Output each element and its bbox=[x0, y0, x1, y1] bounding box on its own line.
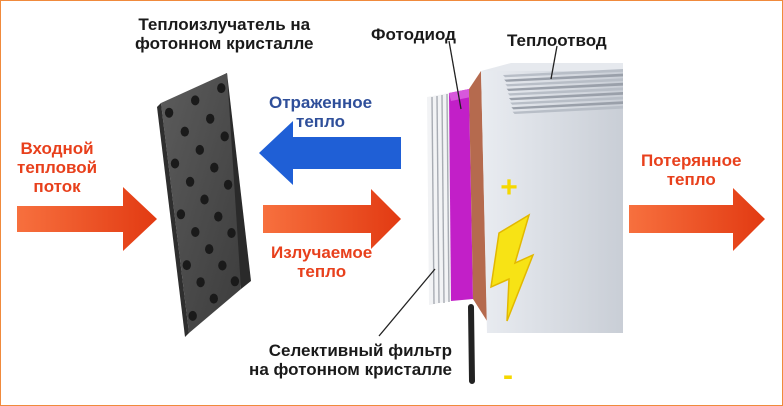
emitter-hole bbox=[200, 194, 209, 205]
heatsink-fin bbox=[512, 105, 623, 114]
reflected-label-line-2: тепло bbox=[296, 112, 346, 131]
emitter-hole bbox=[205, 244, 214, 255]
photodiode-icon bbox=[449, 89, 473, 301]
filter-label-line-1: Селективный фильтр bbox=[268, 341, 452, 360]
emitter-hole bbox=[210, 162, 219, 173]
heatsink-fin bbox=[504, 73, 623, 82]
emitter-hole bbox=[176, 209, 186, 220]
emitter-hole bbox=[217, 83, 226, 94]
reflected-label-line-1: Отраженное bbox=[269, 93, 373, 112]
emitter-hole bbox=[185, 176, 195, 187]
filter-label-line-2: на фотонном кристалле bbox=[249, 360, 452, 379]
reflected-heat-label: Отраженное тепло bbox=[269, 93, 372, 131]
heatsink-fin bbox=[507, 87, 623, 96]
heatsink-fin bbox=[503, 69, 623, 78]
emitter-hole bbox=[209, 293, 218, 304]
input-flux-line-1: Входной bbox=[20, 139, 94, 158]
emitter-hole bbox=[182, 260, 191, 271]
emitter-hole bbox=[188, 310, 197, 321]
heatsink-fin bbox=[510, 96, 623, 105]
emitter-label-line-2: фотонном кристалле bbox=[135, 34, 314, 53]
photodiode-leader bbox=[448, 40, 462, 110]
emitter-plate-icon bbox=[157, 73, 251, 337]
emitter-label: Теплоизлучатель на фотонном кристалле bbox=[135, 15, 314, 53]
heatsink-fin bbox=[511, 101, 623, 110]
emitter-hole bbox=[223, 179, 233, 190]
emitter-hole bbox=[180, 126, 189, 137]
photodiode-label: Фотодиод bbox=[371, 25, 456, 44]
input-flux-line-2: тепловой bbox=[17, 158, 98, 177]
lightning-icon bbox=[490, 213, 535, 322]
emitter-hole bbox=[227, 228, 236, 238]
heatsink-label: Теплоотвод bbox=[507, 31, 607, 50]
emitter-hole bbox=[191, 227, 200, 237]
heatsink-fin bbox=[506, 82, 623, 91]
input-flux-arrow-icon bbox=[17, 187, 157, 251]
minus-sign: - bbox=[503, 359, 513, 392]
emitter-hole bbox=[170, 158, 180, 169]
lost-label-line-2: тепло bbox=[666, 170, 716, 189]
emitter-hole bbox=[214, 211, 223, 222]
emitter-label-line-1: Теплоизлучатель на bbox=[138, 15, 311, 34]
filter-leader bbox=[378, 268, 436, 337]
input-flux-label: Входной тепловой поток bbox=[17, 139, 97, 196]
wire-icon bbox=[468, 304, 475, 384]
emitted-label-line-2: тепло bbox=[297, 262, 347, 281]
lost-heat-arrow-icon bbox=[629, 188, 765, 251]
emitter-hole bbox=[206, 113, 215, 124]
heatsink-fin bbox=[509, 92, 623, 101]
emitter-hole bbox=[218, 260, 227, 271]
emitter-hole bbox=[220, 131, 229, 142]
input-flux-line-3: поток bbox=[33, 177, 81, 196]
emitter-hole bbox=[196, 277, 205, 288]
emitter-hole bbox=[195, 144, 204, 155]
emitted-label-line-1: Излучаемое bbox=[271, 243, 373, 262]
emitted-heat-label: Излучаемое тепло bbox=[271, 243, 372, 281]
plus-sign: + bbox=[500, 171, 518, 204]
lost-label-line-1: Потерянное bbox=[641, 151, 742, 170]
lost-heat-label: Потерянное тепло bbox=[641, 151, 741, 189]
emitted-heat-arrow-icon bbox=[263, 189, 401, 249]
emitter-hole bbox=[164, 107, 174, 118]
selective-filter-icon bbox=[427, 93, 451, 305]
filter-label: Селективный фильтр на фотонном кристалле bbox=[249, 341, 452, 379]
emitter-hole bbox=[191, 95, 200, 106]
heatsink-leader bbox=[550, 45, 558, 80]
emitter-hole bbox=[230, 276, 240, 287]
reflected-heat-arrow-icon bbox=[259, 121, 401, 185]
heatsink-fin bbox=[505, 78, 623, 87]
